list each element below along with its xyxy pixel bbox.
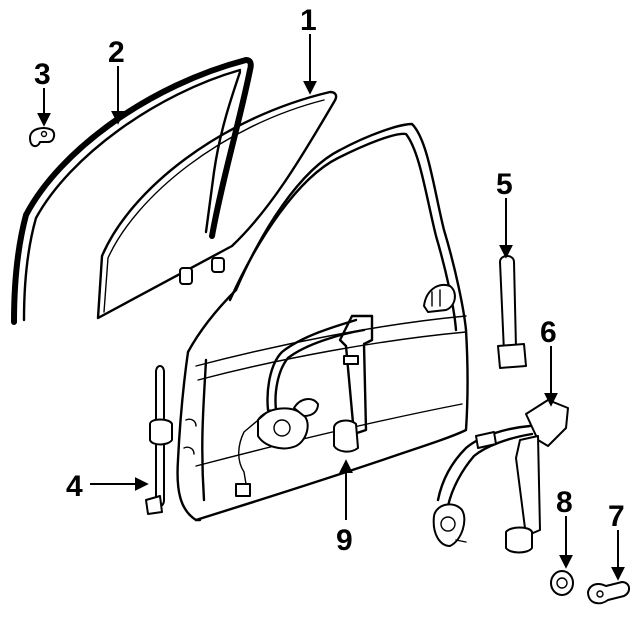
callout-7: 7 [608,500,625,533]
callout-3: 3 [34,58,51,91]
leader-lines [37,34,625,581]
callout-2: 2 [108,36,125,69]
part-8-grommet [550,570,574,596]
part-9-window-regulator [235,314,374,497]
callout-5: 5 [496,168,513,201]
part-3-clip [29,127,56,148]
part-2-run-channel [11,57,254,325]
front-door-shell [176,122,469,522]
part-4-guide-channel [145,365,173,515]
part-6-window-regulator-rear [432,399,569,554]
callout-4: 4 [66,470,83,503]
callout-6: 6 [540,316,557,349]
callout-1: 1 [300,4,317,37]
part-5-run-channel-rear [497,255,527,369]
callout-8: 8 [556,486,573,519]
callout-9: 9 [336,524,353,557]
part-1-door-glass [96,90,338,320]
callout-numbers: 1 2 3 4 5 6 7 8 9 [34,4,625,557]
part-7-bracket [587,581,630,605]
